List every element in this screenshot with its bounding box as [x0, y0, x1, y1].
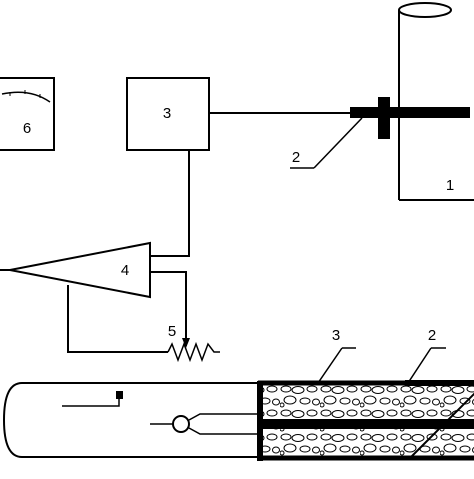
block-3: 3 — [126, 77, 210, 151]
wire-amp-to-wiper — [150, 271, 187, 346]
label-bottom-3: 3 — [332, 327, 340, 344]
bulb-wire-top — [188, 413, 260, 421]
probe-assembly: 3 2 — [2, 327, 474, 461]
meter-6: 6 — [0, 77, 55, 151]
sensor-flange — [378, 97, 390, 139]
label-bottom-2: 2 — [428, 327, 436, 344]
label-5: 5 — [168, 323, 176, 340]
probe-bulb — [172, 415, 190, 433]
leader-2 — [313, 117, 363, 169]
amplifier-4: 4 — [0, 241, 151, 299]
leader-bottom-2 — [407, 347, 432, 384]
label-1: 1 — [446, 177, 454, 194]
sensor-2: 2 — [290, 97, 470, 169]
meter-scale-arc — [1, 91, 51, 103]
wire-feedback — [67, 285, 168, 353]
block-3-box — [126, 77, 210, 151]
probe-marker — [116, 391, 123, 399]
central-rod — [260, 419, 474, 429]
meter-box — [0, 77, 55, 151]
label-2: 2 — [292, 149, 300, 166]
sensor-rod — [350, 107, 470, 118]
leader-bottom-3 — [317, 347, 343, 384]
label-6: 6 — [23, 120, 31, 137]
cylinder-1: 1 — [398, 2, 474, 201]
bulb-wire-bottom — [188, 427, 260, 435]
label-4: 4 — [121, 262, 129, 279]
wire-block3-to-amp — [150, 150, 190, 257]
wiper-arrow — [182, 338, 190, 348]
probe-tube — [2, 382, 260, 458]
label-3: 3 — [163, 105, 171, 122]
cylinder-top — [398, 2, 452, 18]
resistor-zigzag — [167, 341, 220, 363]
resistor-5: 5 — [167, 323, 220, 363]
marker-lead — [62, 399, 120, 407]
body-top-cap — [405, 380, 474, 386]
amplifier-triangle — [9, 241, 151, 299]
